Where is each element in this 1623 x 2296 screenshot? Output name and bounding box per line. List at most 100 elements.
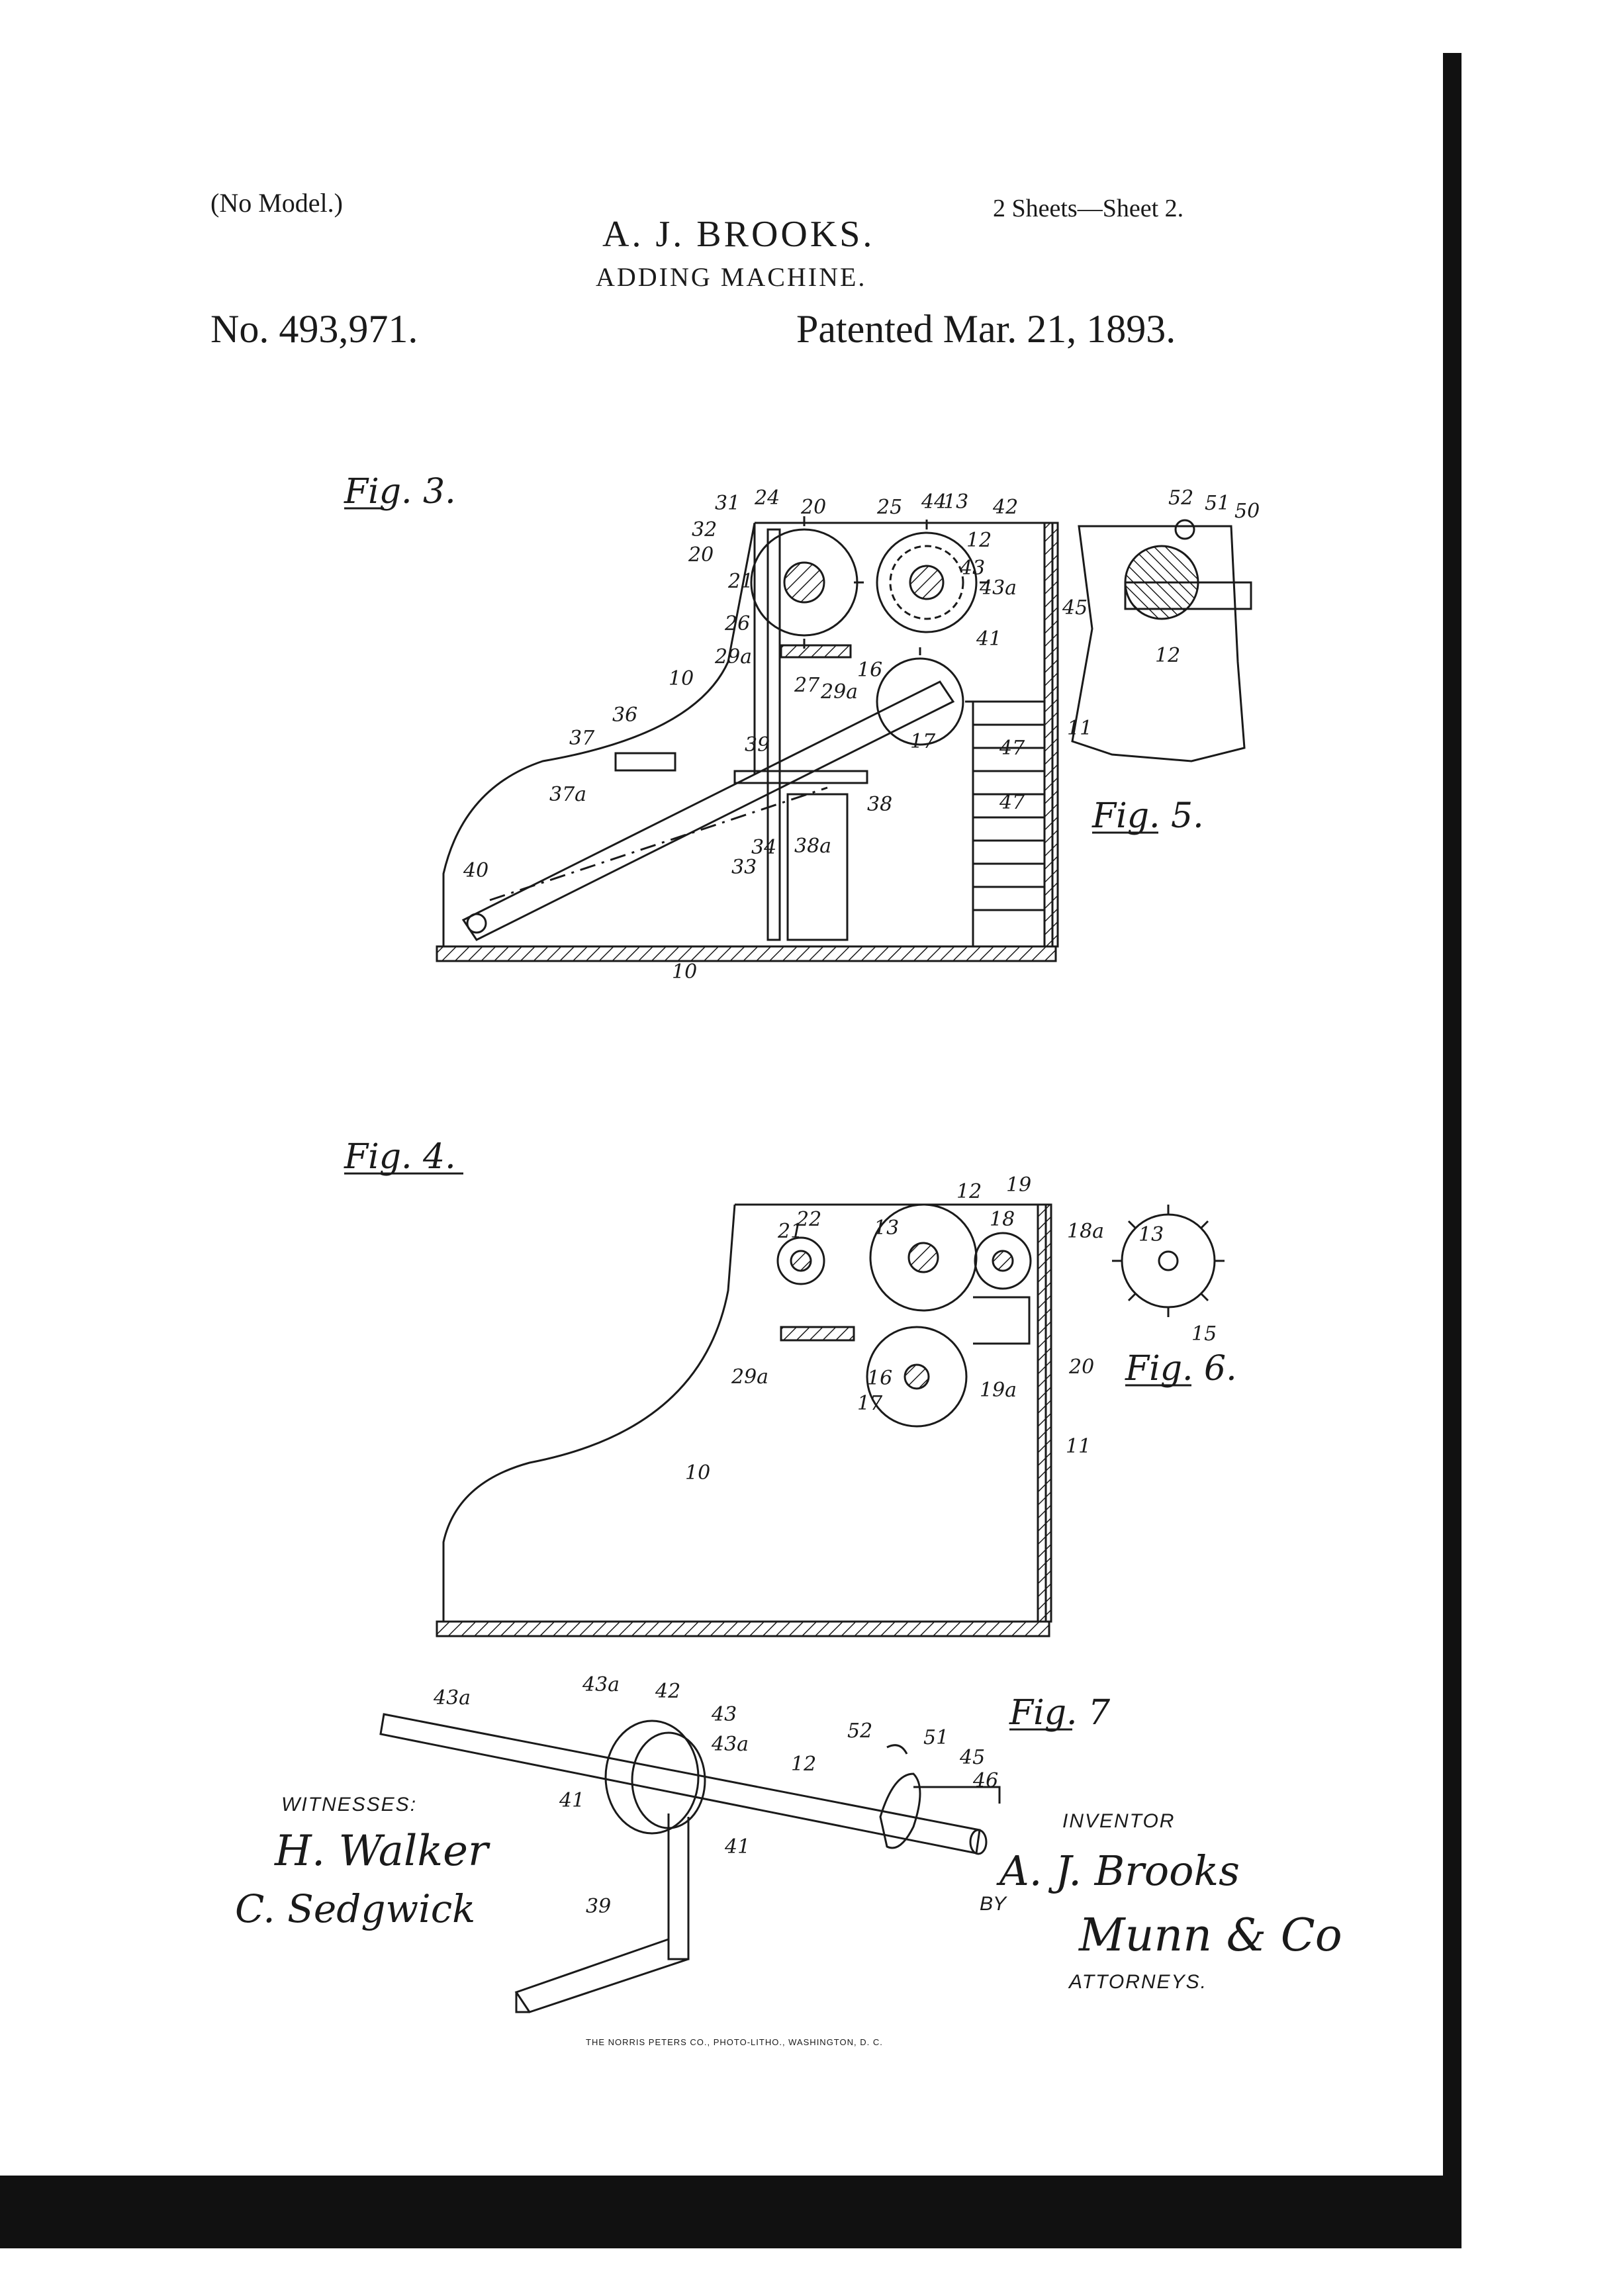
svg-text:41: 41 — [559, 1789, 584, 1812]
svg-text:11: 11 — [1066, 1435, 1091, 1458]
svg-text:29a: 29a — [820, 680, 858, 704]
attorneys-label: ATTORNEYS. — [1069, 1971, 1207, 1993]
svg-text:18: 18 — [990, 1208, 1015, 1231]
svg-text:26: 26 — [724, 612, 750, 635]
fig7-label: Fig. 7 — [1009, 1693, 1111, 1733]
svg-text:39: 39 — [745, 733, 770, 757]
svg-text:12: 12 — [791, 1753, 816, 1776]
svg-text:52: 52 — [1168, 486, 1193, 510]
svg-text:16: 16 — [857, 659, 882, 682]
svg-text:27: 27 — [794, 674, 820, 697]
svg-text:51: 51 — [923, 1726, 949, 1749]
svg-text:42: 42 — [655, 1680, 680, 1703]
svg-text:29a: 29a — [731, 1365, 768, 1389]
model-note: (No Model.) — [210, 188, 343, 218]
svg-text:25: 25 — [876, 496, 902, 519]
svg-text:43: 43 — [959, 557, 985, 580]
svg-text:46: 46 — [972, 1769, 998, 1792]
svg-text:37a: 37a — [549, 783, 586, 806]
figure-5: Fig. 5. — [1071, 519, 1252, 836]
fig6-label: Fig. 6. — [1125, 1349, 1237, 1389]
svg-text:24: 24 — [754, 486, 780, 510]
svg-text:42: 42 — [992, 496, 1018, 519]
svg-text:18a: 18a — [1067, 1220, 1104, 1243]
svg-text:15: 15 — [1191, 1322, 1217, 1346]
svg-text:45: 45 — [959, 1746, 985, 1769]
svg-text:52: 52 — [847, 1720, 872, 1743]
svg-text:43a: 43a — [711, 1733, 749, 1756]
svg-text:45: 45 — [1062, 596, 1088, 620]
fig5-label: Fig. 5. — [1091, 796, 1204, 836]
svg-text:47: 47 — [999, 791, 1025, 814]
svg-text:37: 37 — [569, 727, 595, 750]
svg-text:43a: 43a — [979, 576, 1017, 600]
invention-title: ADDING MACHINE. — [596, 262, 867, 292]
svg-text:20: 20 — [800, 496, 826, 519]
svg-text:21: 21 — [727, 570, 753, 593]
printer-credit: THE NORRIS PETERS CO., PHOTO-LITHO., WAS… — [586, 2037, 883, 2047]
fig6-reference-numerals: 13 15 — [1138, 1223, 1217, 1346]
svg-text:31: 31 — [715, 492, 740, 515]
fig3-label: Fig. 3. — [344, 472, 456, 512]
svg-text:13: 13 — [943, 490, 968, 514]
svg-text:19: 19 — [1006, 1173, 1031, 1197]
inventor-name: A. J. BROOKS. — [602, 214, 875, 255]
page-right-border — [1443, 53, 1461, 2217]
svg-text:12: 12 — [1155, 644, 1180, 667]
sheets-note: 2 Sheets—Sheet 2. — [993, 195, 1184, 222]
inventor-signature: A. J. Brooks — [999, 1847, 1240, 1895]
svg-text:34: 34 — [751, 836, 776, 859]
svg-text:13: 13 — [874, 1217, 899, 1240]
svg-text:33: 33 — [731, 856, 757, 879]
figure-6: Fig. 6. — [1112, 1205, 1237, 1389]
patent-number: No. 493,971. — [210, 307, 418, 351]
svg-text:38a: 38a — [794, 835, 831, 858]
svg-text:43a: 43a — [582, 1673, 620, 1696]
svg-text:19a: 19a — [980, 1379, 1017, 1402]
svg-text:17: 17 — [910, 730, 936, 753]
patent-date: Patented Mar. 21, 1893. — [796, 307, 1176, 351]
witnesses-label: WITNESSES: — [281, 1794, 418, 1815]
svg-text:32: 32 — [692, 518, 717, 541]
svg-text:12: 12 — [966, 529, 992, 552]
page-bottom-border — [0, 2176, 1461, 2248]
svg-text:20: 20 — [688, 543, 714, 567]
fig5-reference-numerals: 52 51 50 12 — [1155, 486, 1260, 667]
svg-text:41: 41 — [976, 627, 1001, 651]
svg-text:16: 16 — [867, 1367, 892, 1390]
by-label: BY — [980, 1893, 1007, 1915]
witness-1-signature: H. Walker — [275, 1827, 488, 1876]
svg-text:12: 12 — [956, 1180, 982, 1203]
svg-text:10: 10 — [669, 667, 694, 690]
svg-text:40: 40 — [463, 859, 488, 882]
svg-text:47: 47 — [999, 737, 1025, 760]
svg-text:39: 39 — [586, 1895, 611, 1918]
svg-text:22: 22 — [796, 1208, 821, 1231]
svg-text:20: 20 — [1068, 1355, 1094, 1379]
svg-text:17: 17 — [857, 1392, 883, 1415]
fig4-label: Fig. 4. — [344, 1137, 456, 1177]
svg-text:11: 11 — [1067, 717, 1092, 740]
svg-text:13: 13 — [1138, 1223, 1164, 1246]
svg-text:21: 21 — [777, 1220, 803, 1243]
svg-text:44: 44 — [921, 490, 947, 514]
witness-2-signature: C. Sedgwick — [235, 1886, 476, 1931]
figure-4: Fig. 4. — [344, 1137, 1052, 1637]
svg-text:41: 41 — [724, 1835, 750, 1859]
svg-text:10: 10 — [685, 1461, 710, 1485]
svg-text:38: 38 — [867, 793, 892, 816]
figure-3: Fig. 3. — [344, 472, 1059, 962]
svg-text:29a: 29a — [714, 645, 752, 668]
inventor-label: INVENTOR — [1062, 1810, 1176, 1832]
svg-text:10: 10 — [672, 960, 697, 984]
figure-7: Fig. 7 — [379, 1693, 1111, 2013]
svg-text:50: 50 — [1234, 500, 1260, 523]
svg-text:51: 51 — [1205, 492, 1230, 515]
svg-text:43a: 43a — [433, 1686, 471, 1710]
attorney-signature: Munn & Co — [1079, 1909, 1342, 1962]
fig7-reference-numerals: 43a 43a 42 43 43a 52 51 45 41 12 46 41 39 — [433, 1673, 998, 1918]
svg-text:43: 43 — [711, 1703, 737, 1726]
